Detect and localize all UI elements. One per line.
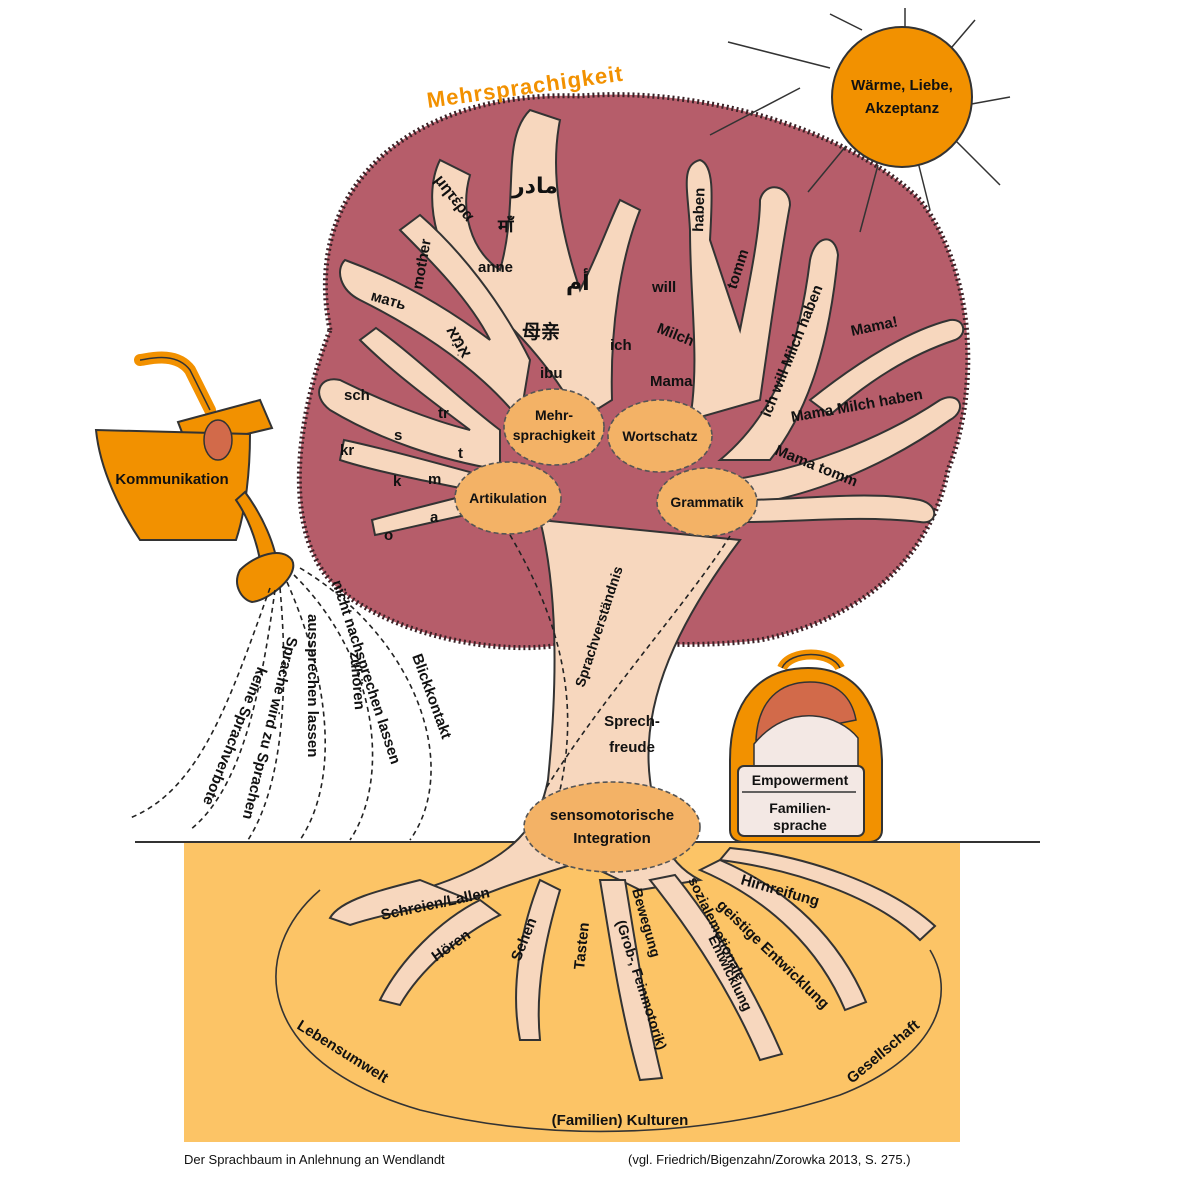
node-grammatik-label: Grammatik [670,494,743,510]
sound-tr: tr [438,405,449,422]
vocab-ich: ich [610,337,632,354]
node-wortschatz [607,399,713,473]
node-mehrsprachigkeit-line2: sprachigkeit [513,427,596,443]
branch-mama [808,318,965,417]
caption-left: Der Sprachbaum in Anlehnung an Wendlandt [184,1152,445,1167]
backpack [729,649,883,843]
node-sensomotorik-line2: Integration [573,830,651,847]
dashed-line-grammatik [544,535,731,791]
backpack-empowerment: Empowerment [752,772,849,788]
stream-path-1 [129,587,271,819]
branch-grammar-mid [728,396,961,507]
word-umm: أم [566,267,590,295]
node-mehrsprachigkeit-line1: Mehr- [535,407,573,423]
sound-sch: sch [344,387,370,404]
vocab-mama: Mama [650,373,693,390]
root-right-1 [648,873,784,1062]
soil-ground [184,842,960,1142]
stream-path-2 [189,589,276,831]
vocab-will: will [651,279,676,296]
branch-grammar-low [738,494,936,524]
sound-o: o [384,527,393,544]
sound-s: s [394,427,402,444]
sun-text-line1: Wärme, Liebe, [851,77,953,94]
node-artikulation [454,461,562,535]
node-wortschatz-label: Wortschatz [622,428,697,444]
word-maa: माँ [497,215,515,236]
backpack-familiensprache-line2: sprache [773,817,827,833]
word-ibu: ibu [540,365,563,382]
root-left-2 [378,898,502,1007]
culture-arc [275,889,942,1133]
stream-label-2: Sprache wird zu Sprachen [239,635,301,821]
branch-vocabulary [685,158,792,422]
sound-kr: kr [340,442,354,459]
node-artikulation-label: Artikulation [469,490,547,506]
root-mid-1 [515,878,562,1041]
stream-path-4 [286,581,326,841]
node-sensomotorik-line1: sensomotorische [550,807,674,824]
word-muqin: 母亲 [522,320,560,343]
stream-path-6 [299,567,432,841]
stream-path-3 [247,587,285,841]
trunk-sprechfreude-line1: Sprech- [604,713,660,730]
branch-articulation [318,326,501,472]
sound-t: t [458,445,463,462]
sound-k: k [393,473,402,490]
stream-label-3: aussprechen lassen [304,614,321,757]
node-sensomotorik [523,781,701,873]
stream-label-4: zuhören [346,651,368,711]
node-mehrsprachigkeit [503,388,605,466]
node-grammatik [656,467,758,537]
branch-grammar-upper [717,238,840,461]
root-mid-2 [598,879,664,1082]
word-anne: anne [478,259,513,276]
vocab-haben: haben [690,187,709,232]
watering-can [94,351,295,604]
trunk-sprechfreude-line2: freude [609,739,655,756]
root-right-2 [697,858,868,1012]
sun-text-line2: Akzeptanz [865,100,939,117]
arc-kulturen: (Familien) Kulturen [552,1112,689,1129]
stream-path-5 [293,574,374,841]
branch-left-upper [339,213,532,423]
caption-right: (vgl. Friedrich/Bigenzahn/Zorowka 2013, … [628,1152,911,1167]
sun [709,8,1011,233]
root-right-3 [718,846,937,942]
dashed-line-artikulation [509,534,569,791]
backpack-familiensprache-line1: Familien- [769,800,831,816]
root-tasten: Tasten [571,922,593,971]
sound-m: m [428,471,441,488]
word-madar: مادر [511,173,558,198]
root-left-1 [328,878,471,927]
sound-a: a [430,509,439,526]
watering-can-label: Kommunikation [115,471,228,488]
